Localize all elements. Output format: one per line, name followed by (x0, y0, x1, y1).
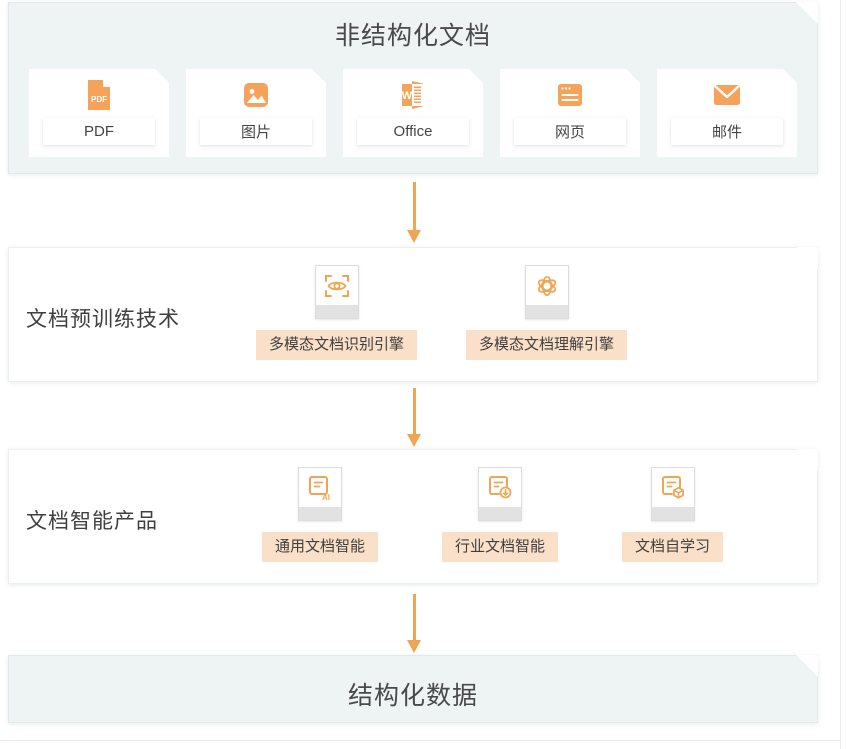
svg-text:W: W (402, 90, 413, 102)
svg-text:AI: AI (322, 493, 330, 502)
document-type-card-office[interactable]: W Office (343, 69, 483, 157)
bottom-divider (0, 740, 840, 741)
pretrain-item-chip: 多模态文档理解引擎 (466, 330, 628, 360)
pretraining-technology-item-row: 多模态文档识别引擎 多模态文档理解引擎 (256, 265, 628, 360)
document-type-label: PDF (43, 118, 155, 145)
scan-eye-icon (324, 275, 349, 297)
product-item-chip: 通用文档智能 (262, 532, 379, 562)
tile-base (651, 507, 694, 520)
arrow-products-to-output (405, 594, 423, 656)
unstructured-documents-panel: 非结构化文档 PDF PDF 图片 (8, 2, 818, 174)
arrow-pretrain-to-products (405, 388, 423, 450)
document-cube-icon (661, 476, 684, 499)
tile-base (479, 507, 522, 520)
pretraining-technology-label: 文档预训练技术 (26, 308, 180, 331)
product-item-tile (650, 467, 695, 521)
image-icon (239, 78, 273, 112)
structured-data-panel: 结构化数据 (8, 655, 818, 723)
pretrain-item-chip: 多模态文档识别引擎 (256, 330, 418, 360)
unstructured-documents-title: 非结构化文档 (334, 22, 491, 50)
document-type-label: 图片 (200, 118, 312, 145)
document-ai-icon: AI (309, 476, 330, 502)
document-intelligence-products-item-row: AI 通用文档智能 行业文档智能 (262, 467, 724, 562)
webpage-icon (553, 78, 587, 112)
document-intelligence-products-label: 文档智能产品 (26, 510, 158, 533)
tile-base (525, 305, 568, 318)
office-word-icon: W (396, 78, 430, 112)
email-envelope-icon (710, 78, 744, 112)
pdf-file-icon: PDF (82, 78, 116, 112)
product-item-chip: 文档自学习 (622, 532, 724, 562)
svg-text:PDF: PDF (91, 95, 107, 104)
pretrain-item-recognition-engine[interactable]: 多模态文档识别引擎 (256, 265, 418, 360)
pretrain-item-tile (524, 265, 569, 319)
document-pin-icon (489, 476, 512, 499)
document-type-card-webpage[interactable]: 网页 (500, 69, 640, 157)
arrow-source-to-pretrain (405, 182, 423, 244)
document-type-card-image[interactable]: 图片 (186, 69, 326, 157)
document-type-label: Office (357, 118, 469, 145)
document-type-card-email[interactable]: 邮件 (657, 69, 797, 157)
product-item-general-document-ai[interactable]: AI 通用文档智能 (262, 467, 379, 562)
pretrain-item-tile (314, 265, 359, 319)
document-type-label: 邮件 (671, 118, 783, 145)
document-type-card-row: PDF PDF 图片 (9, 69, 817, 157)
document-type-label: 网页 (514, 118, 626, 145)
product-item-tile (478, 467, 523, 521)
atom-icon (537, 275, 556, 297)
structured-data-title: 结构化数据 (347, 682, 478, 710)
product-item-chip: 行业文档智能 (442, 532, 559, 562)
product-item-industry-document-ai[interactable]: 行业文档智能 (442, 467, 559, 562)
product-item-tile: AI (298, 467, 342, 521)
right-divider (840, 0, 841, 749)
tile-base (299, 507, 341, 520)
product-item-document-self-learning[interactable]: 文档自学习 (622, 467, 724, 562)
document-type-card-pdf[interactable]: PDF PDF (29, 69, 169, 157)
tile-base (315, 305, 358, 318)
pretrain-item-understanding-engine[interactable]: 多模态文档理解引擎 (466, 265, 628, 360)
